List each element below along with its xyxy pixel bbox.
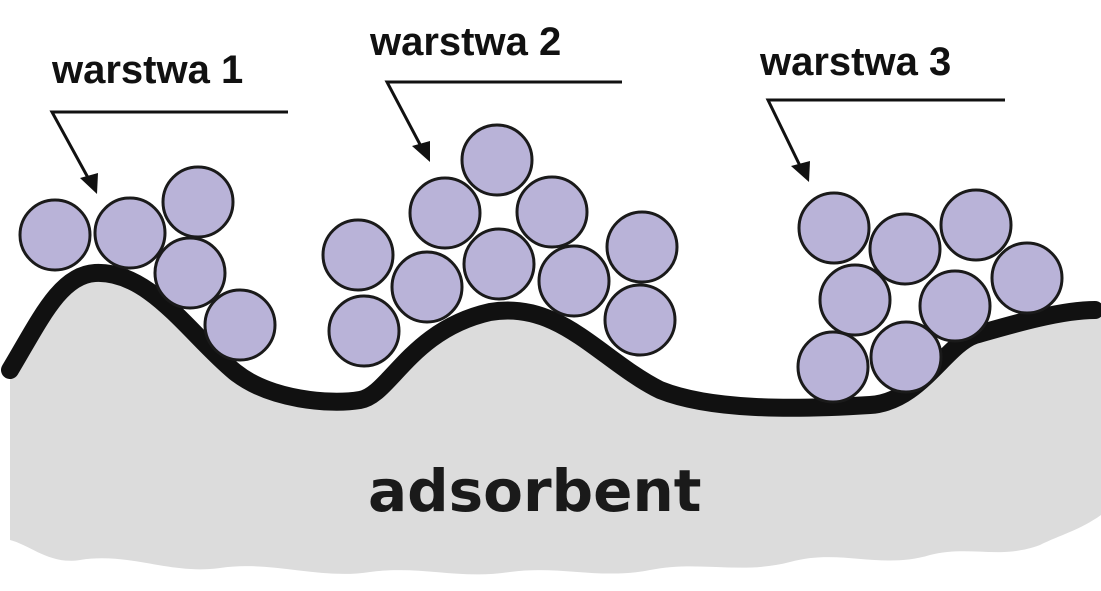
- molecule-group: [18, 123, 1064, 404]
- adsorbate-molecule: [321, 218, 395, 292]
- adsorbate-molecule: [990, 241, 1064, 315]
- adsorbate-molecule: [18, 198, 92, 272]
- adsorbate-molecule: [796, 330, 870, 404]
- adsorbate-molecule: [460, 123, 534, 197]
- adsorbate-molecule: [93, 196, 167, 270]
- adsorbate-molecule: [868, 212, 942, 286]
- adsorbate-molecule: [515, 175, 589, 249]
- adsorbate-molecule: [818, 263, 892, 337]
- adsorbate-molecule: [408, 176, 482, 250]
- adsorbate-molecule: [537, 244, 611, 318]
- adsorbate-molecule: [203, 288, 277, 362]
- adsorbate-molecule: [327, 294, 401, 368]
- layer-3-label: warstwa 3: [760, 40, 952, 84]
- adsorbate-molecule: [939, 188, 1013, 262]
- adsorbate-molecule: [603, 283, 677, 357]
- layer-1-label: warstwa 1: [52, 48, 244, 92]
- layer-2-label: warstwa 2: [370, 20, 562, 64]
- adsorbate-molecule: [153, 236, 227, 310]
- adsorbate-molecule: [605, 210, 679, 284]
- adsorbate-molecule: [462, 227, 536, 301]
- leader-layer-3: [765, 98, 1005, 182]
- adsorbate-molecule: [918, 269, 992, 343]
- adsorbate-molecule: [161, 165, 235, 239]
- adsorbent-label: adsorbent: [368, 457, 702, 525]
- adsorbent-body: [10, 272, 1101, 575]
- adsorbate-molecule: [869, 320, 943, 394]
- adsorbate-molecule: [390, 250, 464, 324]
- adsorbate-molecule: [797, 191, 871, 265]
- leader-layer-1: [49, 110, 288, 194]
- leader-layer-2: [384, 80, 622, 162]
